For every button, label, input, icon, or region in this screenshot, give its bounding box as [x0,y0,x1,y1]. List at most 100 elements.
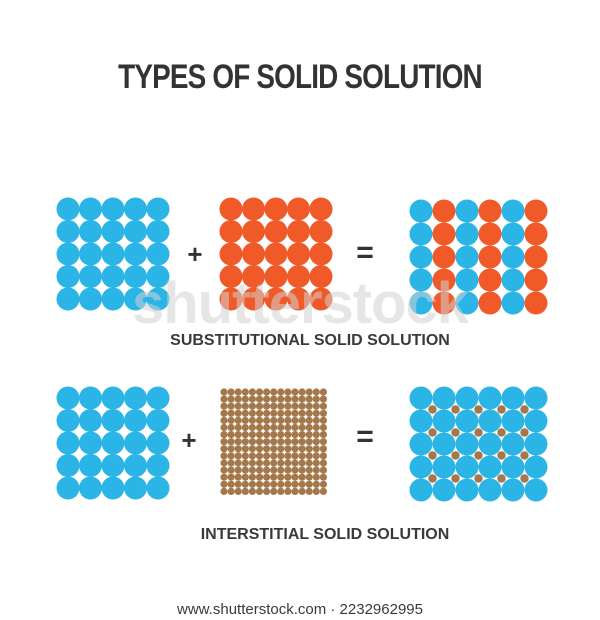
solvent-atom [79,454,102,477]
page-title: TYPES OF SOLID SOLUTION [118,58,483,96]
solvent-atom [124,242,147,266]
mixed-atom [501,268,525,292]
interstitial-atom [298,409,306,417]
substitute-atom [219,265,243,288]
interstitial-atom [291,445,299,453]
interstitial-atom [227,416,235,424]
host-atom [524,432,548,456]
solvent-atom [146,386,170,410]
solvent-atom [79,265,102,288]
interstitial-atom [234,452,242,460]
host-atom [501,455,525,479]
interstitial-atom [248,409,256,417]
solvent-atom [101,242,125,266]
interstitial-atom [291,423,299,432]
host-atom [409,386,433,410]
mixed-atom [478,199,502,223]
mixed-atom [501,291,525,315]
interstitial-atom [255,452,264,460]
interstitial-atom [248,395,256,403]
solvent-atom [56,242,80,266]
mixed-atom [478,268,502,292]
mixed-atom [501,222,525,246]
interstitial-atom [263,409,271,417]
interstitial-atom [220,431,228,439]
interstitial-atom [248,473,256,481]
interstitial-atom [451,405,460,414]
interstitial-atom [319,473,327,481]
interstitial-atom [298,388,306,396]
interstitial-atom [277,452,285,460]
substitute-atom [219,220,243,243]
interstitial-atom [255,466,264,474]
interstitial-atom [241,402,249,410]
interstitial-atom [284,487,292,495]
interstitial-atom [227,438,235,446]
interstitial-atom [428,428,437,437]
host-atom [432,455,456,479]
mixed-atom [455,199,479,223]
mixed-atom [478,291,502,315]
host-atom [478,386,502,410]
host-atom [455,455,479,479]
interstitial-atom [234,438,242,446]
interstitial-atom [305,487,313,495]
interstitial-atom [284,445,292,453]
solvent-atom [124,454,147,477]
interstitial-atom [305,402,313,410]
interstitial-atom [241,431,249,439]
interstitial-atom [220,438,228,446]
interstitial-atom [220,402,228,410]
interstitial-atom [277,388,285,396]
interstitial-atom [220,473,228,481]
interstitial-atom [241,388,249,396]
interstitial-atom [263,466,271,474]
interstitial-atom [291,438,299,446]
interstitial-atom [241,487,249,495]
mixed-atom [455,245,479,269]
footer-source: www.shutterstock.com · 2232962995 [177,601,423,618]
interstitial-atom [312,402,320,410]
interstitial-atom [263,438,271,446]
interstitial-atom [291,431,299,439]
interstitial-atom [319,452,327,460]
solvent-atom [56,386,80,410]
interstitial-atom [255,395,264,403]
mixed-atom [524,268,548,292]
host-atom [524,478,548,502]
interstitial-atom [291,402,299,410]
host-atom [524,455,548,479]
interstitial-atom [451,451,460,460]
interstitial-atom [241,409,249,417]
solvent-atom [79,197,102,221]
interstitial-atom [428,451,437,460]
interstitial-atom [305,466,313,474]
interstitial-atom [241,423,249,432]
substitute-atom [309,197,333,221]
interstitial-atom [263,388,271,396]
interstitial-atom [284,431,292,439]
interstitial-atom [298,466,306,474]
interstitial-atom [277,409,285,417]
interstitial-atom [220,445,228,453]
interstitial-atom [312,438,320,446]
substitute-atom [309,265,333,288]
interstitial-atom [319,388,327,396]
host-atom [501,478,525,502]
interstitial-atom [312,388,320,396]
interstitial-atom [277,395,285,403]
interstitial-atom [227,431,235,439]
solvent-atom [124,409,147,432]
solvent-atom [56,197,80,221]
interstitial-atom [270,402,278,410]
substitute-atom [287,242,310,266]
interstitial-atom [312,409,320,417]
interstitial-atom [241,459,249,467]
substitute-atom [309,220,333,243]
interstitial-atom [305,423,313,432]
solvent-atom [56,409,80,432]
interstitial-atom [298,452,306,460]
host-atom [455,478,479,502]
interstitial-atom [248,423,256,432]
